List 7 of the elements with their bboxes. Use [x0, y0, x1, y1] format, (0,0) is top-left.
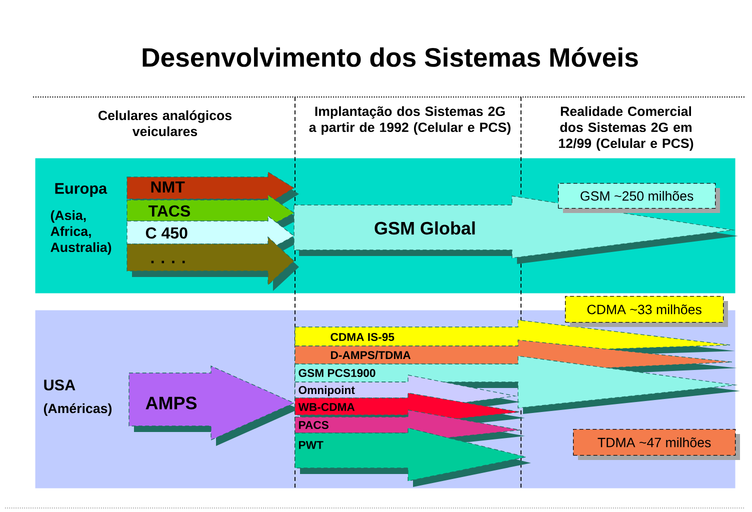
callout-box: CDMA ~33 milhões [565, 296, 728, 327]
callout-box: TDMA ~47 milhões [573, 429, 740, 460]
title: Desenvolvimento dos Sistemas Móveis [142, 47, 638, 67]
callout-box: GSM ~250 milhões [558, 183, 720, 213]
column-header: Celulares analógicos veiculares [98, 110, 232, 136]
column-header: Implantação dos Sistemas 2G a partir de 1992 (Celular e PCS) [309, 106, 510, 135]
column-header: Realidade Comercial dos Sistemas 2G em 12/99 (Celular e PCS) [559, 106, 694, 151]
